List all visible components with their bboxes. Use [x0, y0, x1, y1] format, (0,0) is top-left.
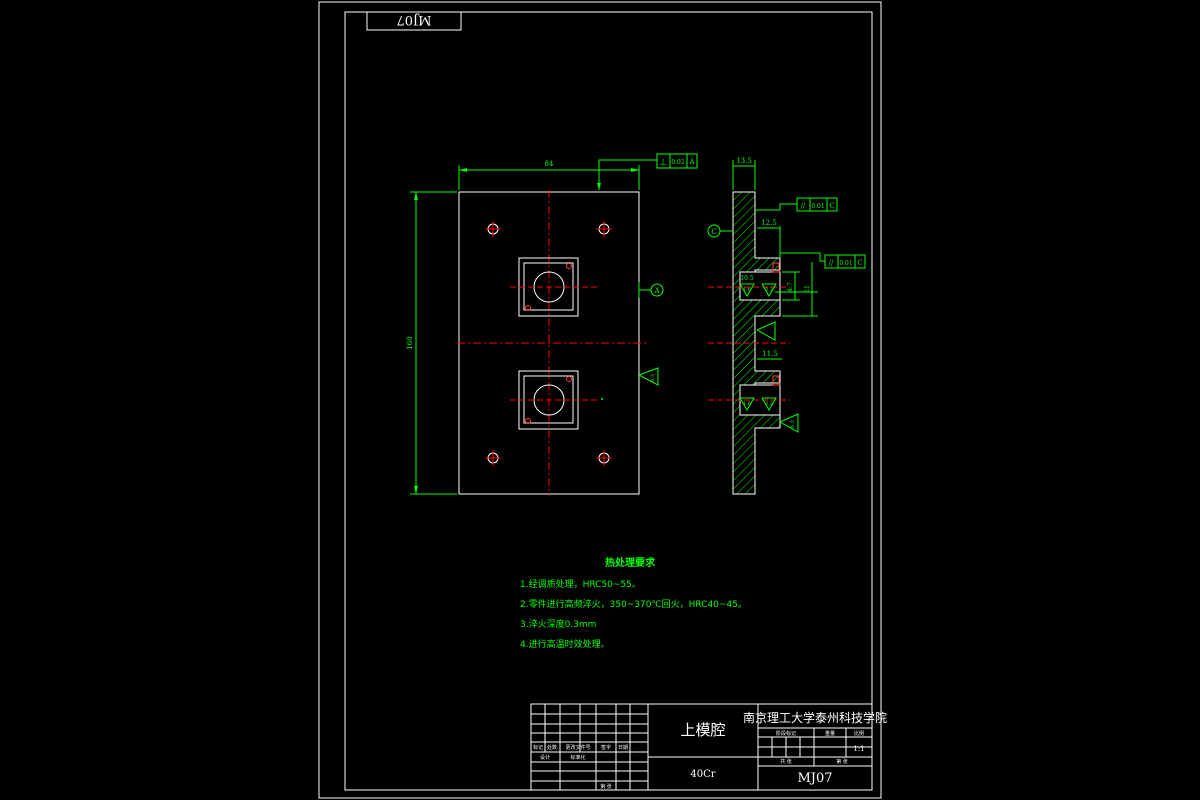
roughness-side-text: 6.3 — [790, 420, 796, 428]
label-sheet: 第 张 — [600, 783, 612, 790]
dimension-cavity-depth2-text: 11.5 — [762, 350, 778, 358]
rotated-code-text: MJ07 — [396, 12, 431, 27]
label-scale: 比例 — [854, 730, 864, 737]
perp-symbol: ⊥ — [659, 158, 667, 168]
side-section-body — [732, 191, 781, 495]
parallel-callout-middle: // 0.01 C — [779, 252, 866, 269]
label-designer: 设计 — [540, 754, 550, 761]
heat-treatment-item-2: 2.零件进行高频淬火，350~370℃回火，HRC40~45。 — [520, 598, 747, 610]
scale-value: 1:1 — [853, 745, 864, 753]
parallel-callout-top: // 0.01 C — [755, 197, 838, 212]
roughness-side-upper — [756, 321, 776, 341]
dimension-thickness: 13.5 — [732, 157, 756, 190]
label-signature: 签字 — [601, 744, 611, 751]
par-value: 0.01 — [811, 203, 824, 210]
label-standardize: 标准化 — [570, 754, 585, 761]
dimension-cavity-depth-text: 12.5 — [761, 219, 777, 227]
bolt-hole-bottom-right — [596, 450, 612, 466]
par2-ref: C — [857, 259, 862, 267]
small-2-text: 3.2 — [765, 287, 773, 293]
dimension-cavity-small-lower: 11.5 1.6 3.2 — [739, 350, 782, 411]
part-name: 上模腔 — [680, 721, 725, 739]
label-weight: 重量 — [825, 730, 835, 737]
school-name: 南京理工大学泰州科技学院 — [743, 710, 887, 725]
small-1-text: 1.6 — [743, 287, 751, 293]
roughness-front: 6.3 — [638, 367, 659, 386]
material: 40Cr — [690, 769, 715, 780]
side-view: 13.5 // 0.01 C C 12.5 — [707, 157, 866, 495]
par-symbol: // — [801, 202, 806, 210]
dimension-cavity-small-upper: 10.5 1.6 3.2 — [739, 275, 777, 297]
datum-c-marker: C — [707, 224, 733, 238]
dimension-thickness-text: 13.5 — [736, 157, 752, 165]
datum-a-marker: A — [638, 282, 664, 298]
sheet-inner-border — [344, 11, 873, 791]
par2-symbol: // — [829, 259, 834, 267]
heat-treatment-item-4: 4.进行高温时效处理。 — [520, 638, 610, 650]
perp-ref: A — [688, 158, 695, 166]
par2-value: 0.01 — [839, 260, 852, 267]
title-block — [530, 703, 873, 791]
drawing-code: MJ07 — [797, 771, 832, 786]
dimension-cavity-vertical: 4.7 21 — [782, 262, 818, 317]
rotated-code-box: MJ07 — [366, 11, 462, 31]
dimension-cavity-height-text: 10.5 — [740, 275, 754, 282]
label-sheet-right: 第 张 — [836, 758, 848, 765]
dimension-height: 160 — [406, 191, 457, 495]
perpendicularity-callout: ⊥ 0.02 A — [597, 153, 698, 190]
perp-value: 0.02 — [671, 159, 685, 166]
par-ref: C — [829, 202, 834, 210]
dimension-height-text: 160 — [406, 336, 414, 349]
heat-treatment-item-3: 3.淬火深度0.3mm — [520, 618, 596, 630]
label-change-doc: 更改文件号 — [565, 744, 590, 751]
heat-treatment-title: 热处理要求 — [605, 556, 656, 569]
heat-treatment-item-1: 1.经调质处理，HRC50~55。 — [520, 578, 641, 590]
small-4-text: 3.2 — [765, 401, 773, 407]
dimension-cavity-depth: 12.5 — [757, 219, 781, 256]
datum-c-text: C — [711, 228, 716, 236]
heat-treatment-notes: 热处理要求 1.经调质处理，HRC50~55。 2.零件进行高频淬火，350~3… — [520, 556, 747, 650]
bolt-hole-bottom-left — [485, 450, 501, 466]
label-date: 日期 — [618, 745, 628, 751]
dimension-width: 84 — [458, 160, 640, 190]
sheet-outer-border — [318, 1, 882, 799]
bolt-hole-top-left — [485, 221, 501, 237]
label-stage: 阶段标记 — [776, 730, 796, 737]
roughness-side-lower: 6.3 — [779, 413, 799, 433]
bolt-hole-top-right — [596, 221, 612, 237]
label-sheets: 共 张 — [780, 758, 792, 765]
roughness-front-text: 6.3 — [650, 374, 656, 382]
side-cavity-upper — [739, 271, 781, 301]
label-count: 处数 — [547, 744, 557, 751]
cavity-upper — [510, 257, 598, 317]
dimension-v2-text: 21 — [804, 285, 811, 293]
dimension-width-text: 84 — [545, 160, 554, 168]
label-mark: 标记 — [533, 744, 543, 751]
cavity-lower — [510, 370, 603, 430]
small-3-text: 1.6 — [743, 401, 751, 407]
front-view: 84 ⊥ 0.02 A 160 A — [406, 153, 698, 496]
title-block-text: 标记 处数 更改文件号 签字 日期 设计 标准化 第 张 上模腔 40Cr 南京… — [533, 710, 887, 790]
datum-a-text: A — [653, 287, 660, 295]
dimension-v1-text: 4.7 — [787, 282, 794, 292]
